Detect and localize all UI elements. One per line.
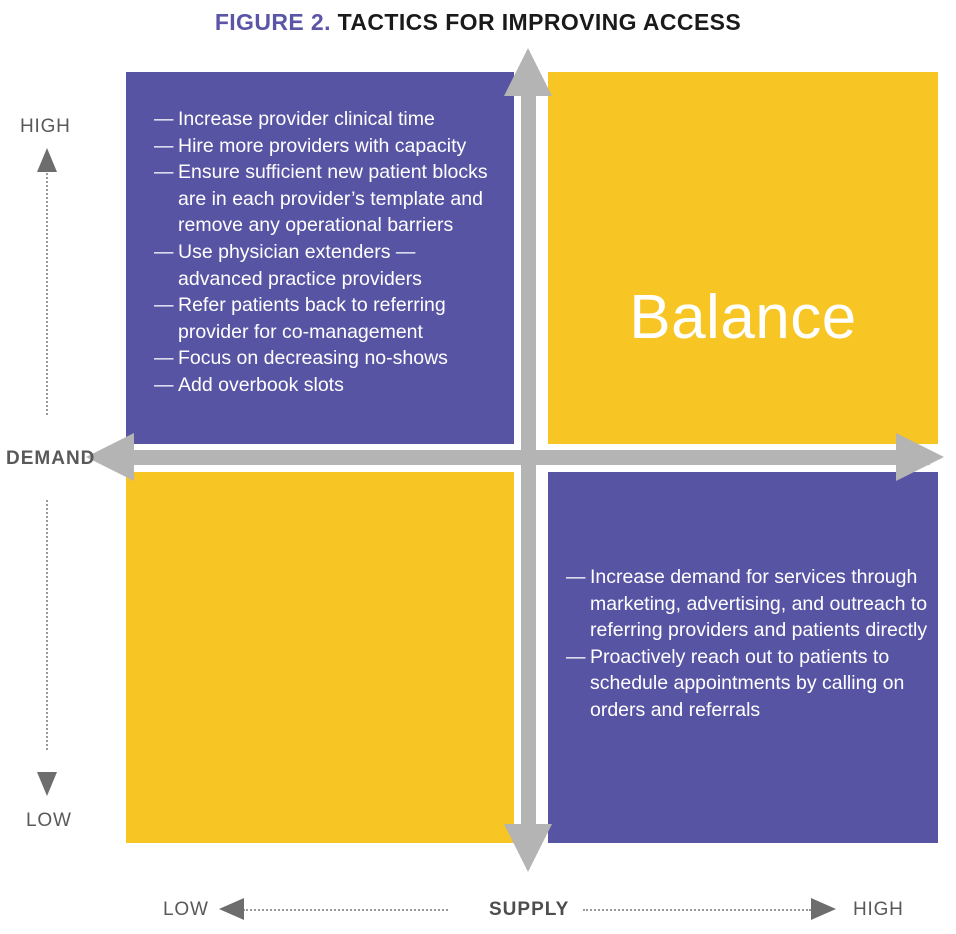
demand-axis-high-label: HIGH <box>20 116 71 137</box>
list-item: Hire more providers with capacity <box>154 133 498 160</box>
arrow-right-icon <box>896 433 944 481</box>
demand-axis-dotted-lower <box>46 500 48 750</box>
arrow-left-icon <box>86 433 134 481</box>
vertical-axis-arrow-stem <box>521 92 536 852</box>
supply-axis-dotted-left <box>243 909 448 911</box>
list-item: Add overbook slots <box>154 372 498 399</box>
figure-number: FIGURE 2. <box>214 9 331 35</box>
arrow-down-icon <box>504 824 552 872</box>
supply-axis-low-label: LOW <box>163 899 209 920</box>
demand-axis-arrow-down-icon <box>37 772 57 796</box>
supply-axis-dotted-right <box>583 909 811 911</box>
list-item: Ensure sufficient new patient blocks are… <box>154 159 498 239</box>
demand-axis-low-label: LOW <box>26 810 72 831</box>
quadrant-bottom-left: Balance <box>126 472 514 843</box>
supply-axis-arrow-right-icon <box>811 898 836 920</box>
list-item: Increase demand for services through mar… <box>566 564 928 644</box>
balance-label-top-right: Balance <box>629 283 857 352</box>
quadrant-top-left-list: Increase provider clinical time Hire mor… <box>126 72 514 399</box>
arrow-up-icon <box>504 48 552 96</box>
supply-axis-arrow-left-icon <box>219 898 244 920</box>
quadrant-top-right: Balance <box>548 72 938 444</box>
supply-axis-title: SUPPLY <box>489 899 570 920</box>
demand-axis-arrow-up-icon <box>37 148 57 172</box>
list-item: Use physician extenders — advanced pract… <box>154 239 498 292</box>
horizontal-axis-arrow-stem <box>110 450 930 465</box>
quadrant-bottom-right-list: Increase demand for services through mar… <box>548 472 938 724</box>
supply-axis-high-label: HIGH <box>853 899 904 920</box>
list-item: Refer patients back to referring provide… <box>154 292 498 345</box>
quadrant-bottom-right: Increase demand for services through mar… <box>548 472 938 843</box>
quadrant-top-left: Increase provider clinical time Hire mor… <box>126 72 514 444</box>
list-item: Increase provider clinical time <box>154 106 498 133</box>
list-item: Proactively reach out to patients to sch… <box>566 644 928 724</box>
demand-axis-dotted-upper <box>46 170 48 415</box>
list-item: Focus on decreasing no-shows <box>154 345 498 372</box>
demand-axis-title: DEMAND <box>6 448 96 469</box>
figure-name: TACTICS FOR IMPROVING ACCESS <box>337 9 742 35</box>
figure-title: FIGURE 2. TACTICS FOR IMPROVING ACCESS <box>0 9 956 36</box>
